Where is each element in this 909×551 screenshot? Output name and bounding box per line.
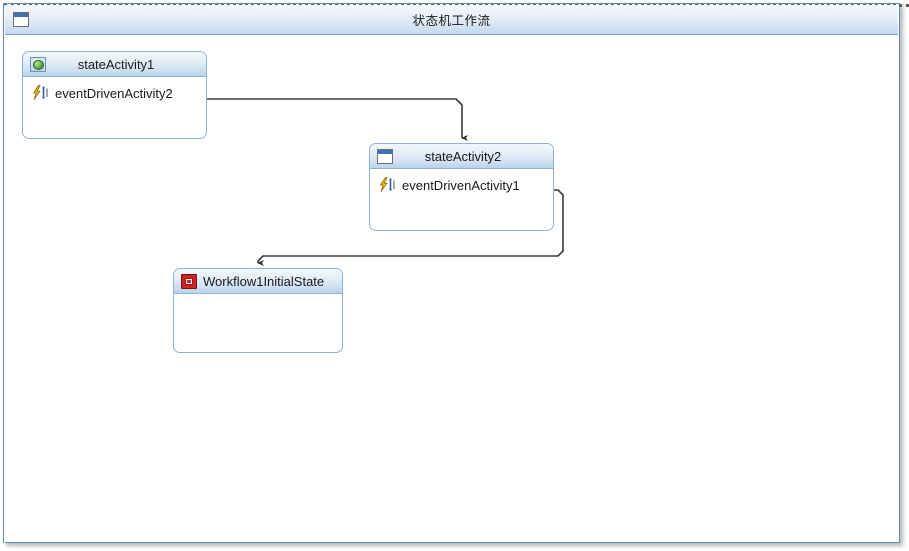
- event-driven-activity-label: eventDrivenActivity1: [402, 177, 520, 193]
- connector-eventDrivenActivity2-to-stateActivity2: [197, 95, 468, 141]
- event-driven-activity-row[interactable]: eventDrivenActivity2: [32, 83, 206, 103]
- state-box-title: stateActivity1: [77, 56, 155, 72]
- state-window-icon: [13, 12, 29, 27]
- event-driven-icon: [379, 177, 396, 193]
- workflow-title-bar[interactable]: 状态机工作流: [5, 5, 898, 35]
- state-box-title: stateActivity2: [424, 148, 502, 164]
- state-activity-box[interactable]: stateActivity2 eventDrivenActivity1: [369, 143, 554, 231]
- state-box-body[interactable]: eventDrivenActivity2: [23, 77, 206, 103]
- initial-state-header[interactable]: Workflow1InitialState: [174, 269, 342, 294]
- page-title: 状态机工作流: [412, 14, 491, 28]
- initial-state-icon: [181, 273, 197, 289]
- state-box-header[interactable]: stateActivity2: [370, 144, 553, 169]
- workflow-designer-window[interactable]: 状态机工作流 stateActivity1: [3, 3, 909, 550]
- state-white-icon: [377, 148, 393, 164]
- initial-state-body[interactable]: [174, 294, 342, 300]
- event-driven-activity-row[interactable]: eventDrivenActivity1: [379, 175, 553, 195]
- state-box-header[interactable]: stateActivity1: [23, 52, 206, 77]
- state-box-body[interactable]: eventDrivenActivity1: [370, 169, 553, 195]
- state-activity-box[interactable]: stateActivity1 eventDrivenActivity2: [22, 51, 207, 139]
- state-green-icon: [30, 56, 46, 72]
- event-driven-icon: [32, 85, 49, 101]
- event-driven-activity-label: eventDrivenActivity2: [55, 85, 173, 101]
- initial-state-box[interactable]: Workflow1InitialState: [173, 268, 343, 353]
- initial-state-title: Workflow1InitialState: [203, 273, 325, 289]
